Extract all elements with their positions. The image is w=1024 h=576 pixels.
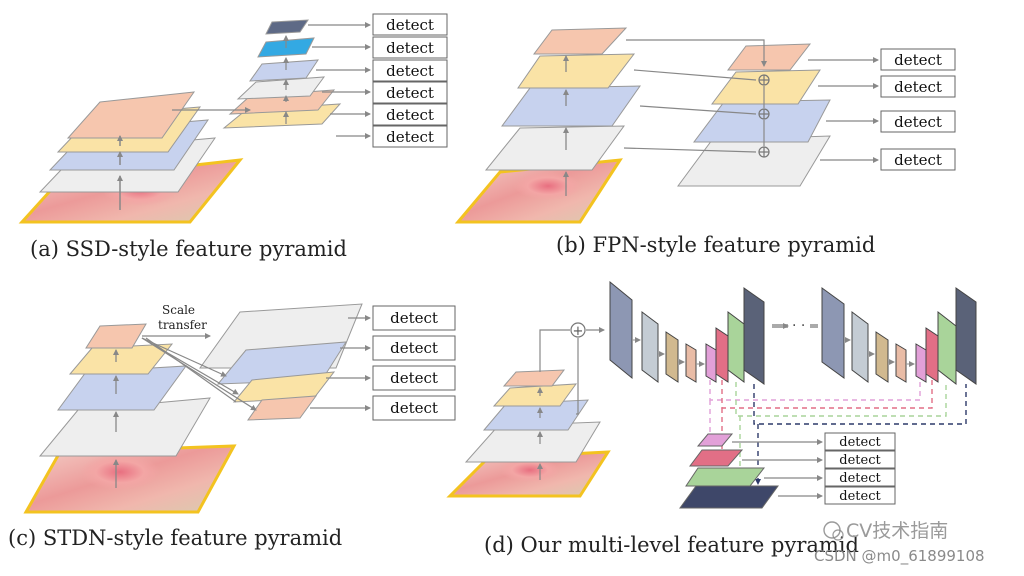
sum-node	[570, 322, 586, 338]
detect-label: detect	[894, 51, 942, 69]
detect-label: detect	[390, 369, 438, 387]
watermark-author: CSDN @m0_61899108	[814, 547, 985, 566]
tum-block	[727, 311, 745, 383]
feature-map	[685, 467, 766, 487]
feature-map	[696, 433, 734, 447]
feature-map	[533, 27, 628, 55]
tum-block	[875, 331, 889, 383]
panel-d-multilevel: + · · ·	[446, 280, 977, 557]
tum-block	[955, 287, 977, 385]
detect-box	[880, 110, 956, 133]
feature-map	[66, 91, 196, 139]
detect-box	[880, 48, 956, 71]
input-image	[23, 444, 237, 514]
detect-label: detect	[386, 16, 434, 34]
tum-block	[609, 280, 633, 380]
feature-map	[265, 19, 309, 35]
detect-box	[880, 75, 956, 98]
panel-c-stdn: Scale transfer detect detect detect dete…	[8, 303, 456, 550]
detect-box	[372, 125, 448, 148]
feature-map	[689, 449, 744, 467]
detect-box	[372, 335, 456, 361]
feature-map	[38, 397, 211, 457]
feature-map	[502, 369, 566, 387]
detect-box	[372, 103, 448, 126]
watermark-title: CV技术指南	[846, 520, 948, 542]
input-image	[454, 158, 623, 224]
svg-text:· · ·: · · ·	[792, 318, 814, 334]
detect-label: detect	[386, 62, 434, 80]
detect-box	[372, 13, 448, 36]
feature-map	[693, 99, 831, 143]
feature-map	[492, 383, 578, 407]
tum-block	[895, 343, 907, 383]
detect-box	[372, 36, 448, 59]
detect-box	[372, 365, 456, 391]
feature-map	[484, 125, 625, 171]
detect-box	[372, 81, 448, 104]
panel-a-ssd: detect detect detect detect detect detec…	[18, 13, 448, 261]
tum-block	[915, 343, 927, 383]
feature-map	[85, 323, 147, 349]
caption-c: (c) STDN-style feature pyramid	[8, 526, 342, 550]
tum-block	[743, 287, 765, 385]
caption-b: (b) FPN-style feature pyramid	[556, 233, 875, 257]
detect-label: detect	[390, 309, 438, 327]
detect-label: detect	[894, 78, 942, 96]
feature-map	[501, 85, 641, 127]
feature-map	[68, 343, 174, 375]
scale-transfer-label: transfer	[158, 318, 207, 332]
detect-label: detect	[386, 39, 434, 57]
tum-block	[715, 327, 729, 383]
feature-map	[677, 135, 831, 187]
detect-box	[372, 59, 448, 82]
detect-label: detect	[386, 128, 434, 146]
detect-label: detect	[839, 435, 881, 450]
tum-block	[851, 311, 869, 383]
tum-block	[641, 311, 659, 383]
feature-map	[727, 43, 812, 71]
detect-label: detect	[390, 399, 438, 417]
caption-d: (d) Our multi-level feature pyramid	[484, 533, 859, 557]
tum-block	[705, 343, 717, 383]
detect-box	[880, 148, 956, 171]
feature-map	[517, 53, 636, 89]
scale-transfer-label: Scale	[162, 303, 195, 317]
stack-ellipsis: · · ·	[772, 318, 818, 334]
detect-label: detect	[839, 489, 881, 504]
detect-label: detect	[894, 151, 942, 169]
caption-a: (a) SSD-style feature pyramid	[30, 237, 347, 261]
plus-sign: +	[573, 324, 584, 339]
detect-box	[372, 305, 456, 331]
tum-block	[925, 327, 939, 383]
tum-block	[665, 331, 679, 383]
detect-box	[824, 432, 896, 451]
tum-block	[685, 343, 697, 383]
feature-map	[679, 485, 779, 509]
panel-b-fpn: detect detect detect detect (b) FPN-styl…	[454, 27, 956, 257]
detect-box	[372, 395, 456, 421]
detect-label: detect	[386, 106, 434, 124]
detect-box	[824, 486, 896, 505]
detect-box	[824, 468, 896, 487]
feature-map	[248, 59, 319, 82]
tum-block	[937, 310, 957, 386]
detect-box	[824, 450, 896, 469]
tum-block	[821, 287, 845, 379]
detect-label: detect	[839, 453, 881, 468]
detect-label: detect	[386, 84, 434, 102]
detect-label: detect	[894, 113, 942, 131]
feature-map	[247, 395, 318, 421]
watermark: CV技术指南 CSDN @m0_61899108	[814, 520, 985, 566]
detect-label: detect	[390, 339, 438, 357]
detect-label: detect	[839, 471, 881, 486]
